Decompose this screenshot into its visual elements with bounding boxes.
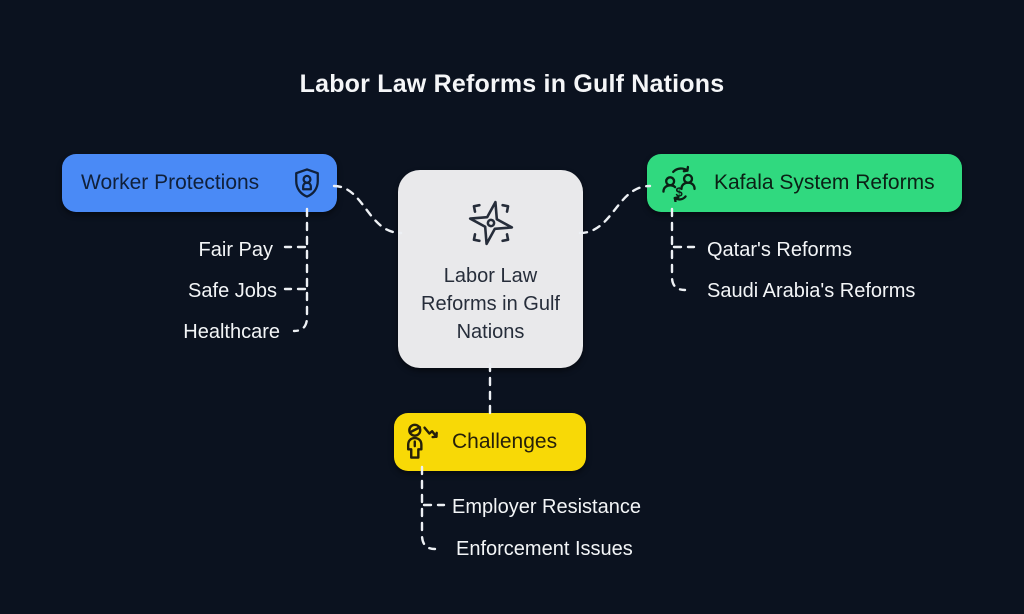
- challenges-label: Challenges: [452, 430, 558, 453]
- central-node-label: Labor Law Reforms in Gulf Nations: [421, 265, 560, 343]
- compass-star-icon: [460, 192, 522, 254]
- node-worker-protections[interactable]: Worker Protections: [62, 154, 337, 212]
- connector-worker-subtree: [292, 207, 309, 333]
- svg-text:$: $: [676, 184, 684, 199]
- person-decline-arrow-icon: [403, 421, 441, 463]
- leaf-safe-jobs[interactable]: Safe Jobs: [188, 280, 277, 302]
- leaf-employer-resistance[interactable]: Employer Resistance: [452, 496, 641, 518]
- shield-person-icon: [290, 165, 324, 201]
- leaf-qatars-reforms[interactable]: Qatar's Reforms: [707, 239, 852, 261]
- node-kafala-system-reforms[interactable]: $ Kafala System Reforms: [647, 154, 962, 212]
- node-challenges[interactable]: Challenges: [394, 413, 586, 471]
- kafala-system-reforms-label: Kafala System Reforms: [714, 171, 935, 194]
- connector-kafala-subtree: [670, 207, 687, 292]
- connector-worker-to-central: [332, 184, 403, 235]
- connector-challenges-subtree: [420, 465, 437, 551]
- people-money-exchange-icon: $: [659, 165, 701, 202]
- central-node[interactable]: Labor Law Reforms in Gulf Nations: [398, 170, 583, 368]
- worker-protections-label: Worker Protections: [81, 171, 260, 194]
- leaf-healthcare[interactable]: Healthcare: [183, 321, 280, 343]
- leaf-fair-pay[interactable]: Fair Pay: [198, 239, 273, 261]
- leaf-enforcement-issues[interactable]: Enforcement Issues: [456, 538, 633, 560]
- leaf-saudi-arabias-reforms[interactable]: Saudi Arabia's Reforms: [707, 280, 916, 302]
- diagram-title: Labor Law Reforms in Gulf Nations: [299, 70, 725, 98]
- connector-central-to-kafala: [578, 184, 652, 235]
